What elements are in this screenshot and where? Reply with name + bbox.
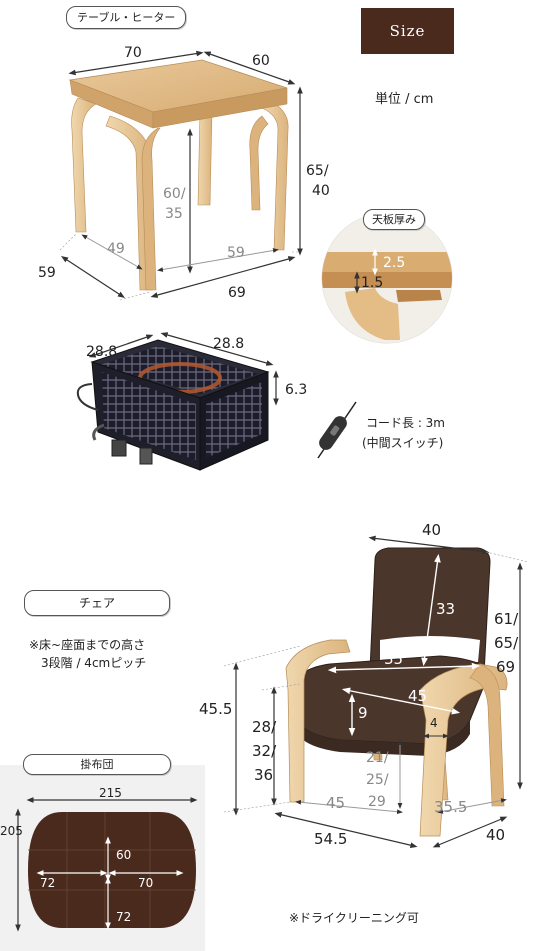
- table-height-b: 40: [312, 183, 330, 199]
- heater-illustration: [76, 339, 270, 471]
- table-heater-label: テーブル・ヒーター: [66, 6, 187, 29]
- table-illustration: [68, 59, 289, 291]
- futon-illustration: [28, 812, 196, 928]
- chair-base-side: 40: [486, 826, 506, 844]
- unit-label: 単位 / cm: [375, 92, 434, 107]
- frame-thickness-value: 1.5: [361, 275, 384, 291]
- table-inner-front: 59: [227, 245, 245, 261]
- chair-seat-thickness: 9: [358, 704, 368, 722]
- futon-dim-60: 60: [116, 848, 132, 862]
- dry-clean-note: ※ドライクリーニング可: [289, 911, 419, 925]
- chair-seat-h-a: 21/: [366, 750, 389, 766]
- futon-dim-72-bottom: 72: [116, 910, 132, 924]
- heater-height-dim: 6.3: [285, 382, 308, 398]
- table-inner-side: 49: [107, 241, 125, 257]
- chair-arm-a: 28/: [252, 718, 277, 736]
- chair-back-height: 33: [436, 600, 456, 618]
- futon-dim-72-left: 72: [40, 876, 56, 890]
- chair-total-height-c: 69: [496, 658, 516, 676]
- top-thickness-value: 2.5: [383, 255, 406, 271]
- chair-arm-c: 36: [254, 766, 274, 784]
- futon-width: 215: [99, 786, 122, 800]
- chair-base-right: 35.5: [434, 798, 468, 816]
- table-leg-span-side: 59: [38, 265, 56, 281]
- table-inner-height-b: 35: [165, 206, 183, 222]
- chair-base-depth: 45: [326, 794, 346, 812]
- chair-step-dim: 4: [430, 716, 438, 730]
- chair-note-line2: 3段階 / 4cmピッチ: [41, 656, 147, 670]
- chair-illustration: [285, 547, 508, 837]
- chair-seat-h-c: 29: [368, 794, 386, 810]
- cord-length-label: コード長 : 3m: [366, 416, 445, 430]
- table-height-a: 65/: [306, 163, 329, 179]
- size-header: Size: [361, 8, 454, 54]
- chair-label: チェア: [24, 590, 170, 616]
- chair-arm-b: 32/: [252, 742, 277, 760]
- futon-depth: 205: [0, 824, 23, 838]
- chair-total-height-b: 65/: [494, 634, 519, 652]
- chair-seat-width: 35: [384, 650, 404, 668]
- chair-total-height-a: 61/: [494, 610, 519, 628]
- chair-base-front: 54.5: [314, 830, 348, 848]
- cord-switch-icon: [317, 401, 357, 459]
- table-top-width: 70: [124, 45, 142, 61]
- thickness-detail: [321, 212, 453, 344]
- top-thickness-label: 天板厚み: [363, 209, 425, 230]
- middle-switch-label: (中間スイッチ): [362, 436, 444, 450]
- heater-left-dim: 28.8: [86, 344, 118, 360]
- chair-armrest-height: 45.5: [199, 700, 233, 718]
- chair-seat-h-b: 25/: [366, 772, 389, 788]
- chair-seat-depth: 45: [408, 687, 428, 705]
- chair-note-line1: ※床~座面までの高さ: [29, 638, 146, 652]
- heater-right-dim: 28.8: [213, 336, 245, 352]
- futon-dim-70: 70: [138, 876, 154, 890]
- table-top-depth: 60: [252, 53, 270, 69]
- table-leg-span-front: 69: [228, 285, 246, 301]
- futon-label: 掛布団: [23, 754, 171, 775]
- table-inner-height-a: 60/: [163, 186, 186, 202]
- chair-back-width: 40: [422, 521, 442, 539]
